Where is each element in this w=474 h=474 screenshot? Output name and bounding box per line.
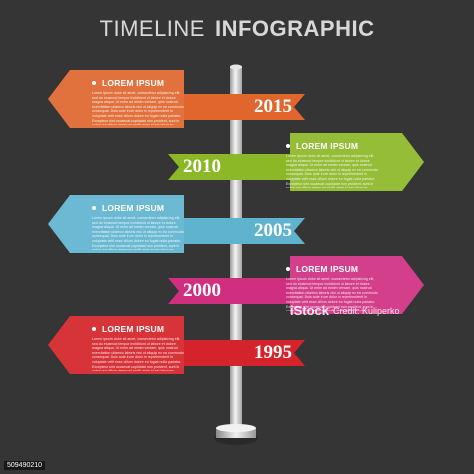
year-label-2005: 2005 [254,220,292,241]
watermark-brand: iStock [290,303,330,318]
year-ribbon-2005 [172,218,305,244]
sign-panel-2015 [48,70,184,128]
sign-heading: LOREM IPSUM [92,324,186,334]
bullet-dot-icon [286,144,290,148]
pole [230,66,242,432]
bullet-dot-icon [92,81,96,85]
sign-2005 [48,195,305,253]
year-label-1995: 1995 [254,342,292,363]
sign-heading-text: LOREM IPSUM [102,324,165,334]
sign-gloss-2015 [48,70,184,128]
bullet-dot-icon [92,206,96,210]
sign-gloss-1995 [48,316,184,374]
title-part-timeline: TIMELINE [99,16,205,41]
sign-1995 [48,316,305,374]
base-top [216,424,256,432]
year-ribbon-2015 [172,94,305,120]
sign-panel-2000 [290,256,424,314]
sign-panel-2005 [48,195,184,253]
sign-2010 [168,133,424,191]
sign-panel-1995 [48,316,184,374]
sign-gloss-2005 [48,195,184,253]
sign-body-text: Lorem ipsum dolor sit amet, consectetur … [92,337,184,371]
sign-body-text: Lorem ipsum dolor sit amet, consectetur … [92,91,184,125]
sign-heading: LOREM IPSUM [286,264,380,274]
sign-2000 [168,256,424,314]
sign-heading: LOREM IPSUM [92,78,186,88]
sign-gloss-2010 [290,133,424,191]
sign-heading-text: LOREM IPSUM [296,264,359,274]
sign-text-2000: LOREM IPSUM Lorem ipsum dolor sit amet, c… [286,264,380,311]
sign-heading: LOREM IPSUM [92,203,186,213]
watermark-credit: Credit: Kuliperko [333,305,400,316]
sign-panel-2010 [290,133,424,191]
sign-heading-text: LOREM IPSUM [102,203,165,213]
year-label-2010: 2010 [183,156,221,177]
year-label-2015: 2015 [254,96,292,117]
sign-text-2015: LOREM IPSUM Lorem ipsum dolor sit amet, c… [92,78,186,125]
bullet-dot-icon [286,267,290,271]
sign-text-2005: LOREM IPSUM Lorem ipsum dolor sit amet, c… [92,203,186,250]
page-title: TIMELINE INFOGRAPHIC [0,16,474,42]
year-ribbon-2000 [168,278,302,304]
year-label-2000: 2000 [183,280,221,301]
bullet-dot-icon [92,327,96,331]
sign-heading-text: LOREM IPSUM [102,78,165,88]
sign-text-1995: LOREM IPSUM Lorem ipsum dolor sit amet, c… [92,324,186,371]
base [216,428,256,438]
sign-text-2010: LOREM IPSUM Lorem ipsum dolor sit amet, c… [286,141,380,188]
stock-id: 509490210 [4,461,46,470]
sign-body-text: Lorem ipsum dolor sit amet, consectetur … [92,216,184,250]
year-ribbon-1995 [172,340,305,366]
sign-body-text: Lorem ipsum dolor sit amet, consectetur … [286,154,378,188]
title-part-infographic: INFOGRAPHIC [214,16,375,41]
year-ribbon-2010 [168,154,302,180]
watermark: iStock Credit: Kuliperko [290,303,400,318]
sign-2015 [48,70,305,128]
pole-top [230,64,242,70]
sign-heading: LOREM IPSUM [286,141,380,151]
sign-heading-text: LOREM IPSUM [296,141,359,151]
sign-gloss-2000 [290,256,424,314]
sign-body-text: Lorem ipsum dolor sit amet, consectetur … [286,277,378,311]
